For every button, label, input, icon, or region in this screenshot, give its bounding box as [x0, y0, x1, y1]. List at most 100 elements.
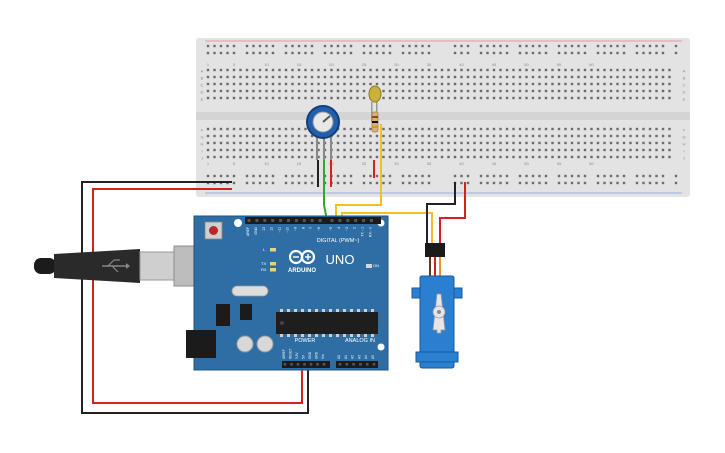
breadboard-hole [206, 82, 210, 86]
breadboard-hole [278, 96, 281, 100]
servo-motor[interactable] [411, 243, 463, 369]
digital-pin-hole[interactable] [279, 219, 283, 222]
digital-pin-hole[interactable] [354, 219, 358, 222]
breadboard-hole [382, 134, 385, 138]
power-pin-hole[interactable] [296, 363, 300, 366]
analog-header[interactable] [336, 361, 378, 368]
breadboard-hole [564, 134, 567, 138]
reset-button[interactable] [209, 226, 218, 235]
power-pin-hole[interactable] [322, 363, 326, 366]
breadboard-hole [518, 141, 522, 145]
breadboard-hole [304, 127, 307, 131]
breadboard-hole [310, 96, 314, 100]
breadboard-hole [388, 75, 392, 79]
breadboard-hole [616, 96, 619, 100]
breadboard-hole [486, 89, 489, 93]
digital-pin-hole[interactable] [310, 219, 314, 222]
wire-servo-vcc[interactable] [439, 182, 466, 245]
breadboard-hole [583, 148, 587, 152]
analog-pin-hole[interactable] [359, 363, 362, 366]
breadboard-hole [596, 82, 600, 86]
breadboard-hole [343, 148, 346, 152]
digital-pin-hole[interactable] [247, 219, 251, 222]
digital-pin-hole[interactable] [346, 219, 350, 222]
breadboard-hole [297, 174, 301, 178]
breadboard-hole [336, 96, 340, 100]
breadboard-hole [622, 82, 626, 86]
breadboard-hole [362, 174, 366, 178]
power-pin-hole[interactable] [303, 363, 306, 366]
breadboard-hole [460, 155, 463, 159]
analog-pin-hole[interactable] [338, 363, 342, 366]
breadboard-hole [655, 96, 658, 100]
analog-pin-hole[interactable] [352, 363, 355, 366]
breadboard-hole [447, 75, 450, 79]
breadboard-hole [661, 44, 665, 48]
breadboard-hole [369, 75, 372, 79]
usb-cable[interactable] [34, 245, 199, 287]
breadboard-hole [369, 174, 372, 178]
breadboard-hole [603, 141, 606, 145]
breadboard-hole [492, 174, 496, 178]
digital-pin-hole[interactable] [330, 219, 334, 222]
breadboard-hole [583, 181, 587, 185]
digital-pin-hole[interactable] [287, 219, 290, 222]
digital-pin-hole[interactable] [255, 219, 259, 222]
breadboard-hole [622, 75, 626, 79]
breadboard-hole [551, 75, 554, 79]
power-pin-hole[interactable] [283, 363, 287, 366]
power-pin-hole[interactable] [309, 363, 313, 366]
analog-pin-hole[interactable] [365, 363, 369, 366]
power-jack[interactable] [186, 330, 216, 358]
wire-servo-gnd[interactable] [426, 182, 456, 245]
power-header[interactable] [282, 361, 330, 368]
breadboard-hole [512, 148, 515, 152]
digital-pin-hole[interactable] [271, 219, 275, 222]
breadboard-hole [453, 174, 457, 178]
led-bulb[interactable] [368, 85, 382, 103]
digital-pin-hole[interactable] [362, 219, 366, 222]
wire-yellow-led[interactable] [335, 124, 382, 225]
breadboard-hole [356, 75, 359, 79]
breadboard-hole [492, 75, 496, 79]
power-pin-hole[interactable] [290, 363, 293, 366]
breadboard-hole [323, 68, 327, 72]
breadboard-hole [408, 44, 411, 48]
breadboard-hole [525, 82, 528, 86]
breadboard-hole [330, 75, 333, 79]
breadboard-hole [369, 181, 372, 185]
breadboard-hole [492, 141, 496, 145]
analog-pin-hole[interactable] [345, 363, 349, 366]
column-number-top: 30 [394, 62, 399, 67]
digital-pin-label: 4 [337, 227, 341, 229]
potentiometer[interactable] [306, 105, 340, 160]
breadboard-hole [473, 89, 476, 93]
breadboard-hole [213, 155, 216, 159]
breadboard-hole [213, 174, 216, 178]
breadboard-hole [583, 51, 587, 55]
column-number-top: 40 [459, 62, 464, 67]
digital-pin-hole[interactable] [318, 219, 322, 222]
wire-red-5v[interactable] [92, 188, 303, 404]
row-letter-bottom: F [201, 128, 204, 133]
digital-pin-hole[interactable] [294, 219, 298, 222]
wire-black-gnd[interactable] [81, 181, 309, 414]
breadboard-hole [310, 174, 314, 178]
breadboard-hole [343, 89, 346, 93]
analog-pin-hole[interactable] [372, 363, 376, 366]
digital-pin-hole[interactable] [370, 219, 373, 222]
breadboard-hole [635, 44, 639, 48]
breadboard-hole [525, 96, 528, 100]
breadboard-hole [479, 96, 483, 100]
breadboard-hole [232, 134, 236, 138]
power-pin-hole[interactable] [316, 363, 319, 366]
breadboard-hole [492, 68, 496, 72]
breadboard-hole [343, 181, 346, 185]
breadboard-hole [388, 127, 392, 131]
digital-pin-hole[interactable] [263, 219, 267, 222]
led-and-resistor[interactable] [368, 85, 382, 133]
digital-pin-hole[interactable] [302, 219, 306, 222]
digital-pin-hole[interactable] [338, 219, 342, 222]
power-pin-label: GND [308, 351, 312, 359]
